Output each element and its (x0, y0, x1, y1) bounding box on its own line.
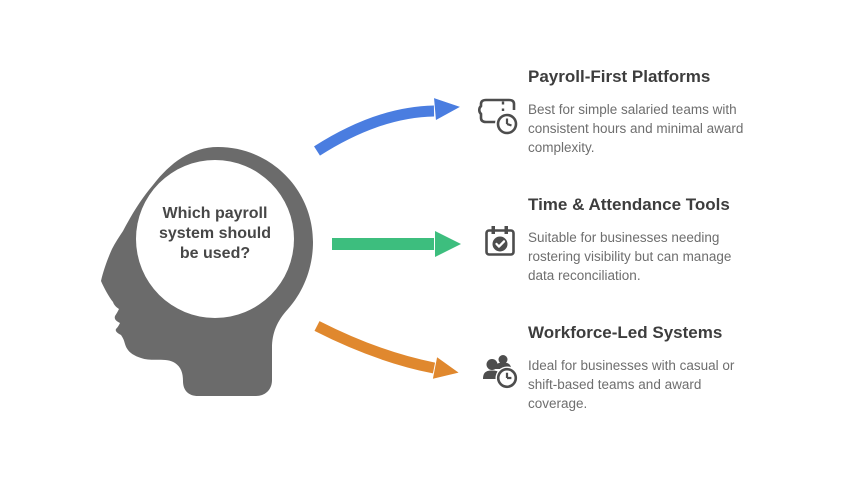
question-line: be used? (179, 245, 251, 262)
curved-arrow-orange-icon (314, 321, 459, 379)
question-line: Which payroll (162, 205, 268, 222)
description-line: complexity. (528, 140, 595, 155)
straight-arrow-green-icon (332, 231, 461, 257)
section-description: Best for simple salaried teams with cons… (528, 100, 743, 157)
thought-bubble-circle (136, 160, 294, 318)
section-heading: Workforce-Led Systems (528, 323, 723, 342)
description-line: rostering visibility but can manage (528, 249, 732, 264)
description-line: Ideal for businesses with casual or (528, 358, 735, 373)
description-line: consistent hours and minimal award (528, 121, 744, 136)
description-line: coverage. (528, 396, 588, 411)
description-line: shift-based teams and award (528, 377, 702, 392)
section-description: Suitable for businesses needing rosterin… (528, 228, 731, 285)
team-clock-icon (481, 352, 519, 390)
section-heading: Payroll-First Platforms (528, 67, 711, 86)
description-line: Best for simple salaried teams with (528, 102, 737, 117)
description-line: data reconciliation. (528, 268, 641, 283)
curved-arrow-blue-icon (314, 98, 460, 156)
description-line: Suitable for businesses needing (528, 230, 720, 245)
ticket-clock-icon (478, 96, 518, 136)
calendar-check-icon (483, 224, 517, 258)
question-line: system should (158, 225, 272, 242)
section-heading: Time & Attendance Tools (528, 195, 730, 214)
question-text: Which payroll system should be used? (143, 204, 287, 264)
section-description: Ideal for businesses with casual or shif… (528, 356, 734, 413)
